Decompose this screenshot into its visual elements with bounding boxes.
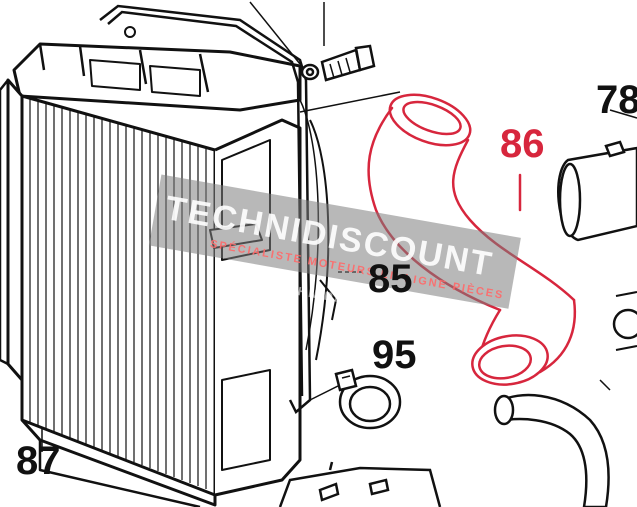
upper-hose [367,93,577,386]
callout-87: 87 [16,439,61,483]
lower-hose [493,379,611,507]
watermark-band [148,174,521,309]
hose-clamp [334,368,402,430]
outlet-fitting [557,109,637,351]
bottom-bracket [278,461,442,507]
mounting-bolt [300,44,376,82]
callout-86: 86 [500,122,545,166]
callout-95: 95 [372,333,417,377]
callout-85: 85 [368,257,413,301]
callout-78: 78 [596,78,637,122]
